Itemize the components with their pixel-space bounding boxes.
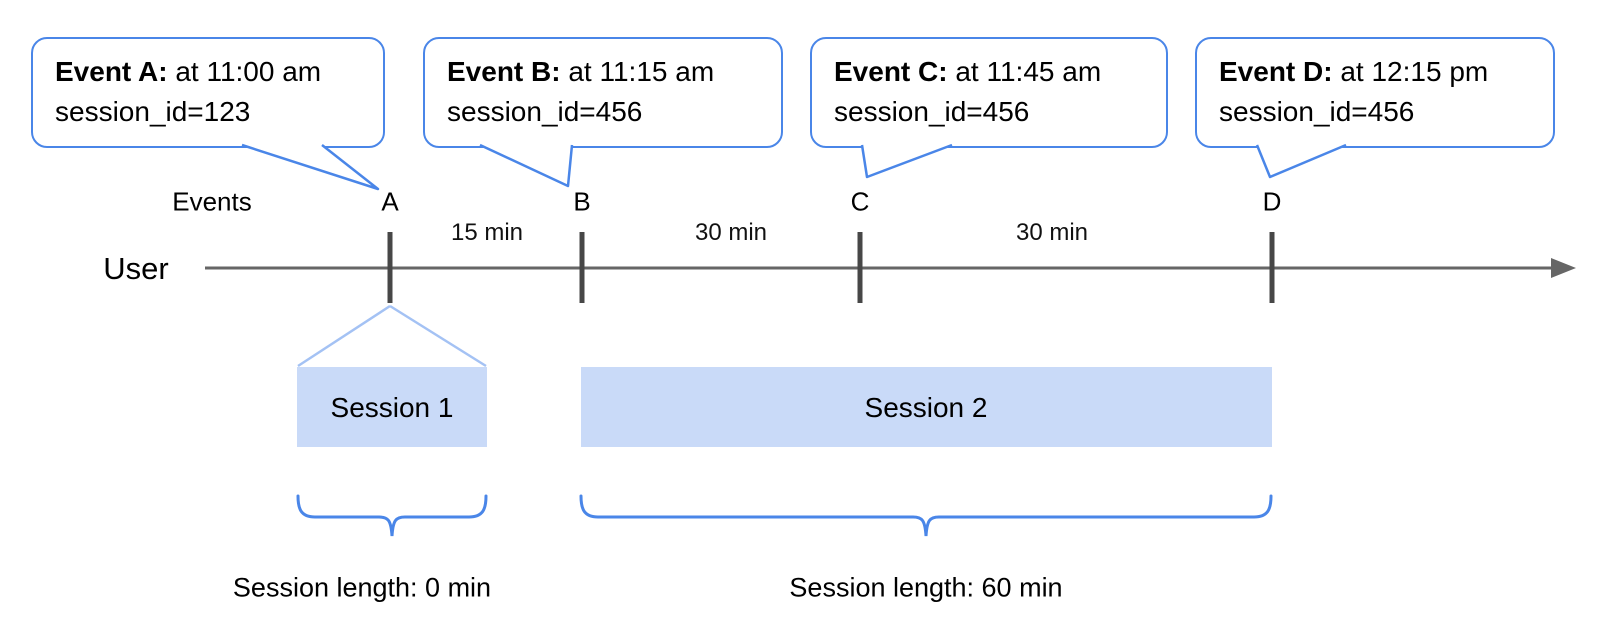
event-bubble-c-title-bold: Event C:: [834, 56, 948, 87]
event-marker-c: C: [850, 186, 870, 217]
session-2-length-label: Session length: 60 min: [789, 572, 1063, 603]
event-bubble-d-title-rest: at 12:15 pm: [1332, 56, 1489, 87]
funnel-left-line: [297, 304, 391, 368]
event-bubble-d: Event D: at 12:15 pm session_id=456: [1195, 37, 1555, 148]
event-bubble-b-title-rest: at 11:15 am: [560, 56, 715, 87]
event-marker-a: A: [381, 186, 399, 217]
interval-label-b-c: 30 min: [694, 219, 768, 246]
session-2-label: Session 2: [864, 392, 988, 423]
event-bubble-a-title-rest: at 11:00 am: [167, 56, 322, 87]
event-bubble-b-title: Event B: at 11:15 am: [447, 52, 771, 92]
bubble-b-tail-icon: [479, 143, 574, 188]
session-1-label: Session 1: [330, 392, 454, 423]
event-bubble-a-title-bold: Event A:: [55, 56, 168, 87]
event-bubble-d-title: Event D: at 12:15 pm: [1219, 52, 1543, 92]
event-bubble-c-detail: session_id=456: [834, 96, 1030, 127]
event-marker-b: B: [573, 186, 591, 217]
event-marker-d: D: [1262, 186, 1282, 217]
event-bubble-b-detail: session_id=456: [447, 96, 643, 127]
event-bubble-c-title: Event C: at 11:45 am: [834, 52, 1156, 92]
event-bubble-b-title-bold: Event B:: [447, 56, 561, 87]
funnel-right-line: [389, 304, 487, 368]
timeline-arrowhead-icon: [1551, 258, 1576, 278]
event-bubble-c: Event C: at 11:45 am session_id=456: [810, 37, 1168, 148]
session-2-brace-icon: [579, 494, 1273, 537]
bubble-c-tail-icon: [860, 143, 953, 179]
event-bubble-d-detail: session_id=456: [1219, 96, 1415, 127]
event-bubble-b: Event B: at 11:15 am session_id=456: [423, 37, 783, 148]
bubble-a-tail-icon: [241, 143, 380, 191]
event-bubble-a-detail: session_id=123: [55, 96, 251, 127]
session-2-bar: [581, 367, 1272, 447]
event-bubble-a: Event A: at 11:00 am session_id=123: [31, 37, 385, 148]
interval-label-a-b: 15 min: [450, 219, 524, 246]
event-bubble-a-title: Event A: at 11:00 am: [55, 52, 373, 92]
session-1-brace-icon: [296, 494, 488, 537]
events-axis-label: Events: [172, 186, 252, 217]
session-1-length-label: Session length: 0 min: [232, 572, 492, 603]
bubble-d-tail-icon: [1255, 143, 1347, 179]
event-bubble-c-title-rest: at 11:45 am: [947, 56, 1102, 87]
event-bubble-d-title-bold: Event D:: [1219, 56, 1333, 87]
session-1-bar: [297, 367, 487, 447]
interval-label-c-d: 30 min: [1015, 219, 1089, 246]
user-axis-label: User: [103, 251, 169, 286]
